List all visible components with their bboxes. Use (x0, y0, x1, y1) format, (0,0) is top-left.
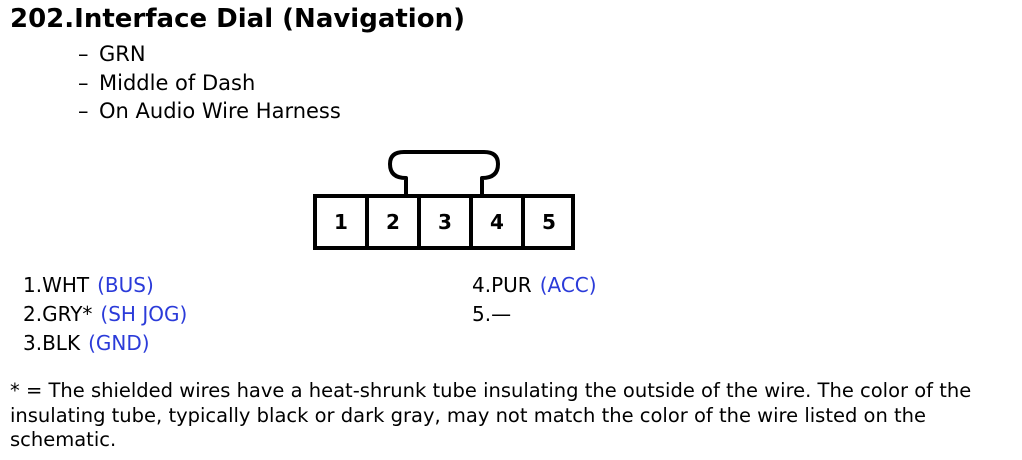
pin-list-left: 1.WHT (BUS) 2.GRY* (SH JOG) 3.BLK (GND) (23, 271, 187, 358)
pin-function: (ACC) (539, 273, 597, 297)
pin-number-3: 3 (438, 210, 452, 234)
pin-function: (BUS) (97, 273, 154, 297)
detail-harness: –On Audio Wire Harness (78, 97, 341, 126)
pin-entry-3: 3.BLK (GND) (23, 329, 187, 358)
detail-location: –Middle of Dash (78, 69, 341, 98)
list-dash: – (78, 42, 89, 66)
page-title: 202.Interface Dial (Navigation) (10, 4, 465, 34)
pin-entry-2: 2.GRY* (SH JOG) (23, 300, 187, 329)
pin-entry-1: 1.WHT (BUS) (23, 271, 187, 300)
pin-entry-5: 5.— (472, 300, 597, 329)
pin-label: 5.— (472, 302, 512, 326)
pin-number-5: 5 (542, 210, 556, 234)
detail-color: –GRN (78, 40, 341, 69)
list-dash: – (78, 70, 89, 95)
connector-housing (313, 194, 575, 250)
connector-latch (388, 150, 500, 197)
pin-label: 1.WHT (23, 273, 90, 297)
connector-details: –GRN –Middle of Dash –On Audio Wire Harn… (78, 40, 341, 126)
pin-number-2: 2 (386, 210, 400, 234)
pin-list-right: 4.PUR (ACC) 5.— (472, 271, 597, 329)
detail-text: GRN (99, 42, 146, 66)
pin-function: (SH JOG) (100, 302, 188, 326)
pin-number-4: 4 (490, 210, 504, 234)
pin-label: 4.PUR (472, 273, 532, 297)
shielded-wire-note: * = The shielded wires have a heat-shrun… (10, 379, 972, 451)
pin-entry-4: 4.PUR (ACC) (472, 271, 597, 300)
list-dash: – (78, 99, 89, 123)
pin-label: 3.BLK (23, 331, 81, 355)
pin-function: (GND) (88, 331, 150, 355)
detail-text: Middle of Dash (99, 70, 256, 95)
detail-text: On Audio Wire Harness (99, 99, 341, 123)
connector-diagram: 1 2 3 4 5 (313, 150, 575, 250)
pin-number-1: 1 (334, 210, 348, 234)
pin-label: 2.GRY* (23, 302, 93, 326)
